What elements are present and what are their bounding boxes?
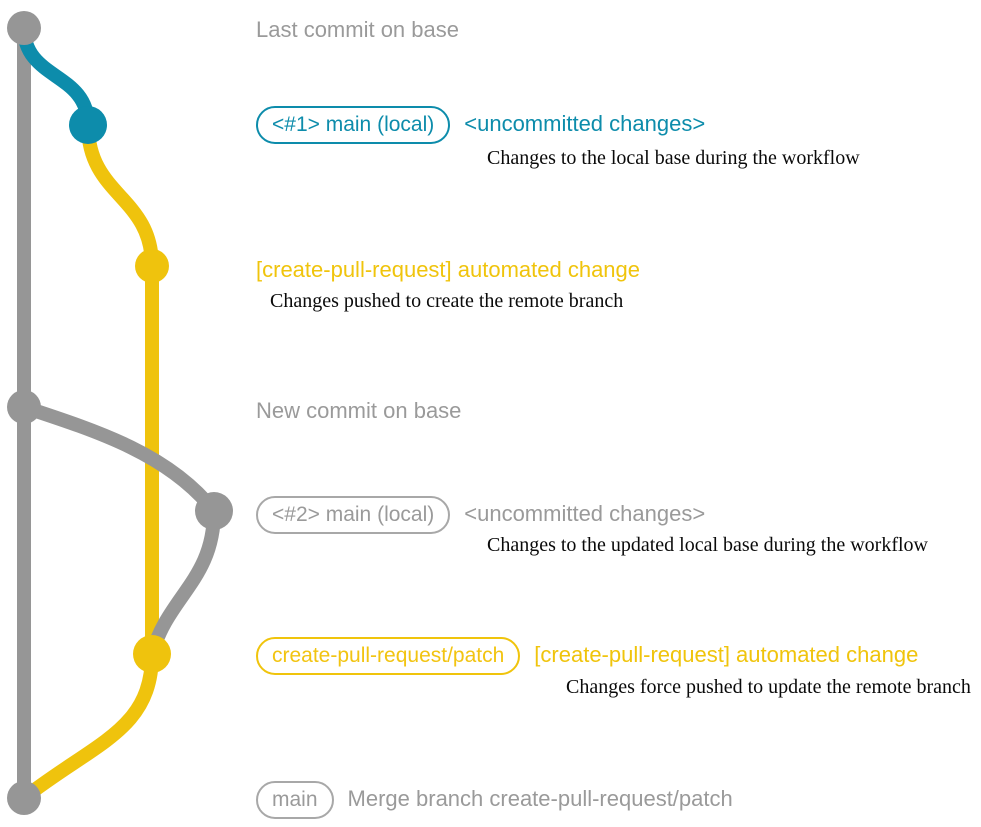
commit-row-local-change-1: <#1> main (local) <uncommitted changes>: [256, 106, 705, 144]
commit-row-new-commit-on-base: New commit on base: [256, 393, 461, 429]
edge-base-to-local2: [17, 400, 221, 518]
edge-patch2-to-merge: [17, 647, 159, 805]
commit-row-local-change-2: <#2> main (local) <uncommitted changes>: [256, 496, 705, 534]
commit-note-automated-change-create: Changes pushed to create the remote bran…: [270, 290, 624, 312]
commit-row-last-commit-on-base: Last commit on base: [256, 12, 459, 48]
edge-local1-to-patch1: [81, 118, 159, 273]
commit-note-automated-change-update: Changes force pushed to update the remot…: [566, 676, 971, 698]
commit-subject: [create-pull-request] automated change: [256, 257, 641, 282]
commit-node-local-change-1[interactable]: [69, 106, 107, 144]
commit-node-local-change-2[interactable]: [195, 492, 233, 530]
ref-badge-create-pull-request-patch[interactable]: create-pull-request/patch: [256, 637, 521, 675]
commit-node-new-commit-on-base[interactable]: [7, 390, 41, 424]
commit-node-last-commit-on-base[interactable]: [7, 11, 41, 45]
commit-note-local-change-2: Changes to the updated local base during…: [487, 534, 928, 556]
commit-node-automated-change-create[interactable]: [135, 249, 169, 283]
commit-node-automated-change-update[interactable]: [133, 635, 171, 673]
commit-row-merge-commit: main Merge branch create-pull-request/pa…: [256, 781, 733, 819]
commit-row-automated-change-update: create-pull-request/patch [create-pull-r…: [256, 637, 918, 675]
ref-badge-main[interactable]: main: [256, 781, 334, 819]
commit-subject: Merge branch create-pull-request/patch: [347, 786, 733, 811]
commit-subject: <uncommitted changes>: [464, 501, 706, 526]
commit-subject: [create-pull-request] automated change: [534, 642, 919, 667]
commit-subject: Last commit on base: [256, 17, 459, 42]
commit-note-local-change-1: Changes to the local base during the wor…: [487, 147, 860, 169]
edge-local2-to-patch2: [145, 504, 221, 661]
commit-subject: New commit on base: [256, 398, 462, 423]
commit-row-automated-change-create: [create-pull-request] automated change: [256, 252, 640, 288]
ref-badge-main-local-2[interactable]: <#2> main (local): [256, 496, 451, 534]
commit-node-merge-commit[interactable]: [7, 781, 41, 815]
ref-badge-main-local-1[interactable]: <#1> main (local): [256, 106, 451, 144]
commit-subject: <uncommitted changes>: [464, 111, 706, 136]
